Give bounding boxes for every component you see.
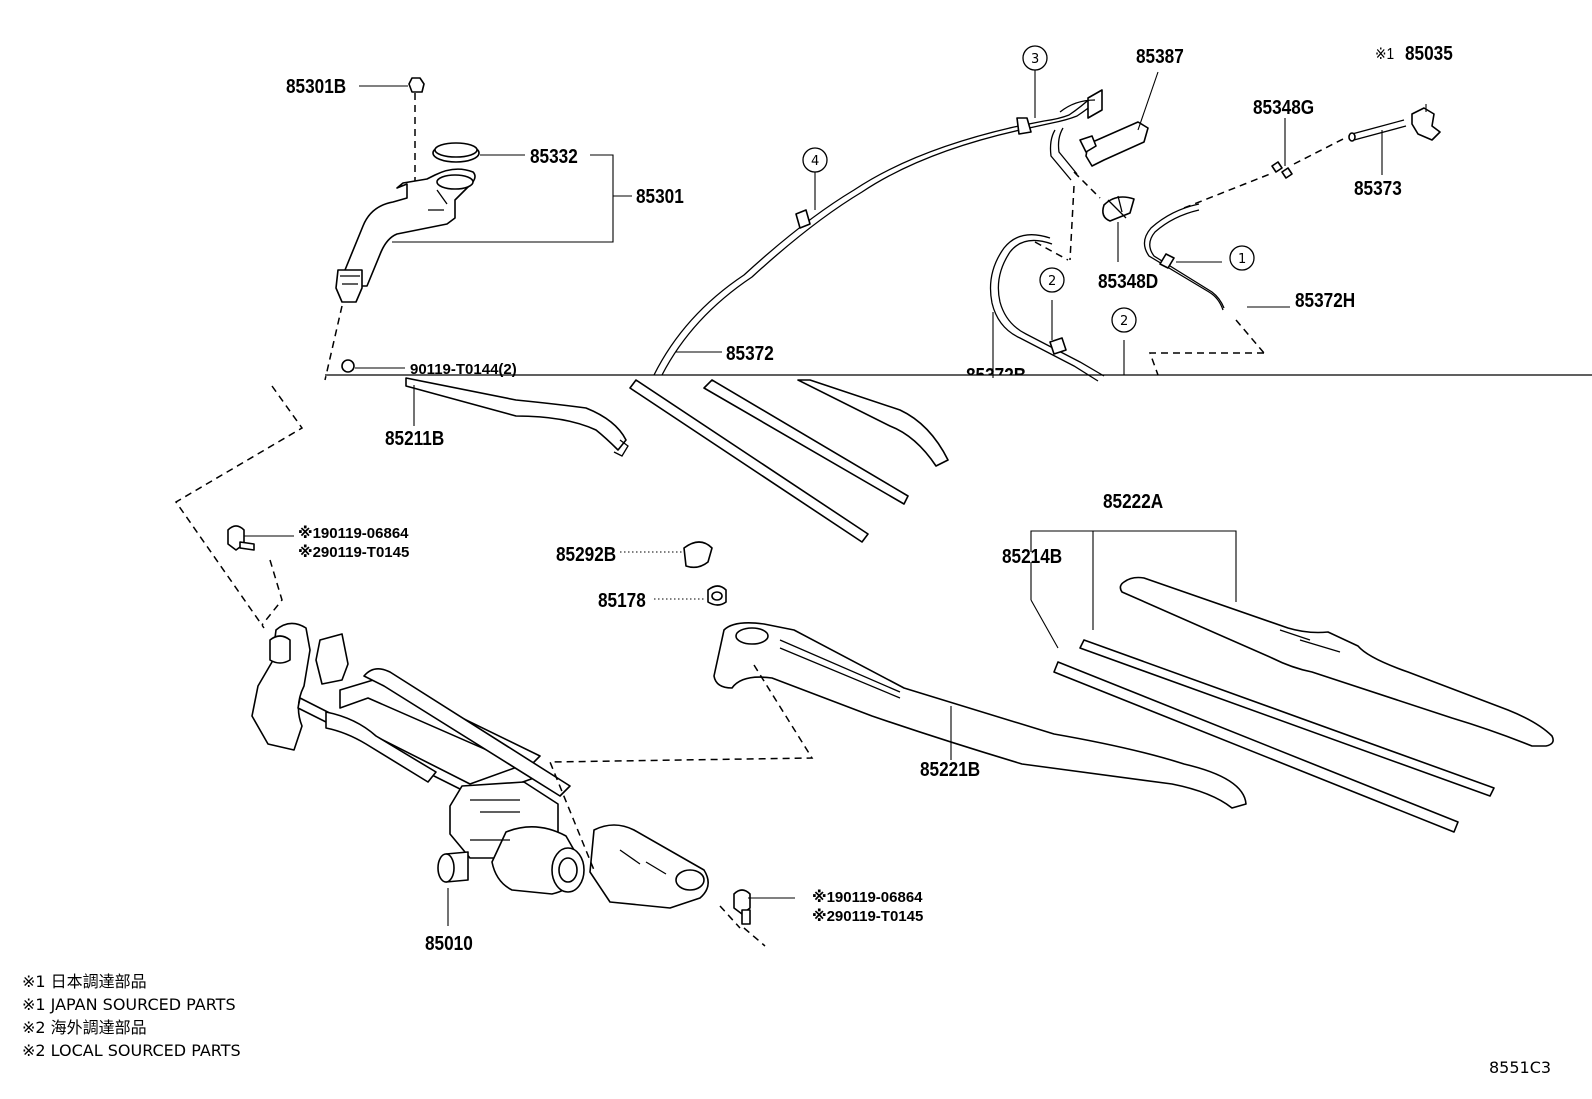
callout-circles xyxy=(802,45,1255,333)
callout-3: 3 xyxy=(1031,52,1039,67)
wiper-arm-85221B xyxy=(548,541,1247,871)
callout-2b: 2 xyxy=(1120,314,1128,329)
label-85222A: 85222A xyxy=(1103,490,1163,513)
label-85301B: 85301B xyxy=(286,75,346,98)
callout-4: 4 xyxy=(811,154,819,169)
footnote-1: ※1 日本調達部品 xyxy=(22,972,147,991)
label-85348G: 85348G xyxy=(1253,96,1314,119)
label-85035-mark: ※1 xyxy=(1375,45,1394,63)
label-bolt-left-2: ※290119-T0145 xyxy=(298,543,409,561)
footnote-4: ※2 LOCAL SOURCED PARTS xyxy=(22,1041,241,1060)
label-85214B: 85214B xyxy=(1002,545,1062,568)
footnote-2: ※1 JAPAN SOURCED PARTS xyxy=(22,995,236,1014)
footnotes: ※1 日本調達部品 ※1 JAPAN SOURCED PARTS ※2 海外調達… xyxy=(22,972,241,1060)
label-85387: 85387 xyxy=(1136,45,1184,68)
footnote-3: ※2 海外調達部品 xyxy=(22,1018,147,1037)
label-85010: 85010 xyxy=(425,932,473,955)
label-85372B-clip: 85372B xyxy=(966,364,1026,387)
callout-numbers: 3 4 1 2 2 xyxy=(811,52,1246,329)
wiper-arm-85211B xyxy=(405,377,629,457)
callout-2a: 2 xyxy=(1048,274,1056,289)
label-85211B: 85211B xyxy=(385,427,444,450)
label-85178: 85178 xyxy=(598,589,646,612)
label-85301: 85301 xyxy=(636,185,684,208)
washer-filler-pipe xyxy=(324,77,632,381)
label-bolt-left-1: ※190119-06864 xyxy=(298,524,409,542)
diagram-code: 8551C3 xyxy=(1489,1058,1551,1077)
label-bolt-right-1: ※190119-06864 xyxy=(812,888,923,906)
wiper-linkage-motor xyxy=(174,385,795,947)
label-85372B: 85372B xyxy=(966,364,1026,387)
callout-1: 1 xyxy=(1238,252,1246,267)
washer-hoses xyxy=(653,71,1441,382)
label-bolt-right-2: ※290119-T0145 xyxy=(812,907,923,925)
label-85372: 85372 xyxy=(726,342,774,365)
label-85035: 85035 xyxy=(1405,42,1453,65)
label-85221B: 85221B xyxy=(920,758,980,781)
wiper-blades-right xyxy=(1030,530,1554,833)
label-85372H: 85372H xyxy=(1295,289,1355,312)
label-85373: 85373 xyxy=(1354,177,1402,200)
label-85348D: 85348D xyxy=(1098,270,1158,293)
label-90119-T0144: 90119-T0144(2) xyxy=(410,361,517,378)
part-labels: 85301B 85332 85301 90119-T0144(2) 85211B… xyxy=(286,42,1453,955)
wiper-blades-upper xyxy=(629,379,949,543)
label-85332: 85332 xyxy=(530,145,578,168)
label-85292B: 85292B xyxy=(556,543,616,566)
